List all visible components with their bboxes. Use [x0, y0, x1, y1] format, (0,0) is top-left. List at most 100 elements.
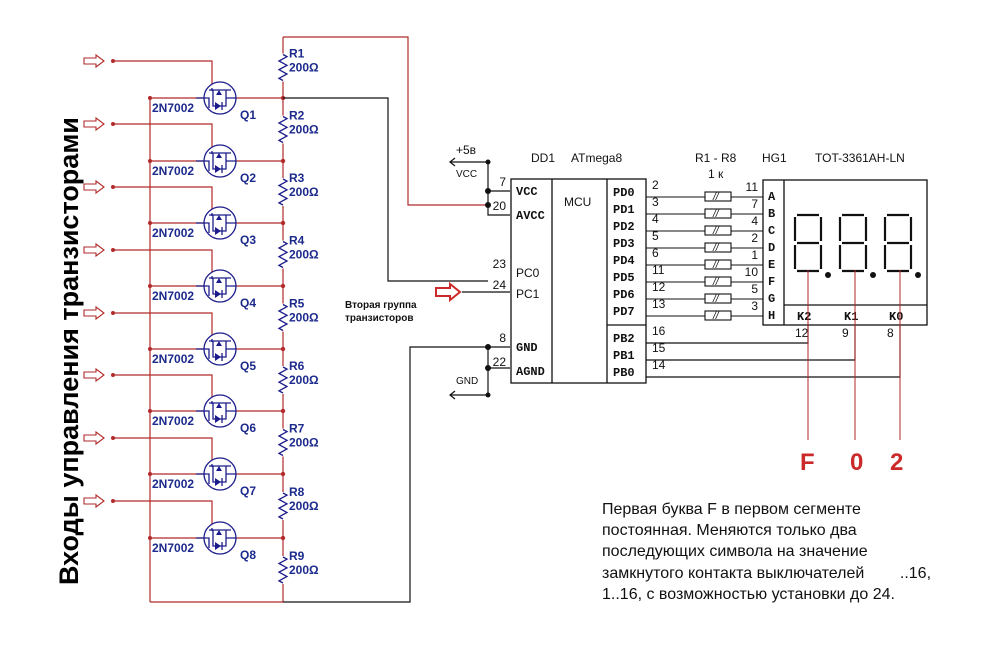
transistor-ref: Q4: [240, 296, 256, 310]
cathode-wire: [646, 325, 809, 344]
display-model: TOT-3361AH-LN: [815, 151, 905, 165]
pin-name: PD2: [613, 220, 635, 234]
input-arrow-icon: [83, 430, 105, 446]
segment-pin-name: B: [768, 207, 775, 221]
cathode-label: K2: [797, 310, 811, 324]
pin-number: 11: [652, 263, 665, 277]
transistor-model: 2N7002: [152, 164, 194, 178]
decimal-point-icon: [915, 272, 921, 278]
resistor-mark: //: [712, 277, 720, 288]
pin-number: 24: [493, 278, 507, 292]
resistor-icon: [277, 303, 289, 332]
resistor-icon: [277, 556, 289, 584]
note-line-3: последующих символа на значение: [602, 543, 868, 560]
pin-name: PD4: [613, 254, 635, 268]
resistor-icon: [277, 240, 289, 269]
input-arrow-icon: [83, 53, 105, 69]
junction-dot: [148, 159, 152, 163]
mcu-core-label: MCU: [564, 195, 591, 209]
gate-wire: [113, 437, 213, 462]
segment-pin-name: G: [768, 292, 775, 306]
resistor-mark: //: [712, 192, 720, 203]
input-arrow-icon: [83, 493, 105, 509]
resistor-value: 200Ω: [289, 123, 319, 137]
input-arrow-icon: [83, 367, 105, 383]
resistor-value: 200Ω: [289, 563, 319, 577]
pin-name: PD7: [613, 305, 635, 319]
mosfet-icon: [196, 332, 237, 366]
mosfet-icon: [196, 521, 237, 555]
mcu-pin-pd3: PD3 5 //: [613, 229, 763, 254]
resistor-mark: //: [712, 243, 720, 254]
pin-number: 6: [652, 246, 659, 260]
digit-2: [838, 213, 876, 278]
note-line-4: замкнутого контакта выключателей ..16,: [602, 565, 931, 582]
junction-dot: [280, 220, 286, 226]
junction-dot: [485, 188, 491, 194]
cathode-label: K0: [889, 310, 903, 324]
segment-pin-name: E: [768, 258, 775, 272]
junction-dot: [280, 346, 286, 352]
pin-number: 5: [652, 229, 659, 243]
vcc-arrow-icon: [449, 157, 456, 167]
pin-number: 13: [652, 297, 666, 311]
transistor-ref: Q5: [240, 359, 256, 373]
pin-number: 16: [652, 324, 666, 338]
seven-segment-icon: [838, 213, 868, 273]
pc0-wire: [283, 97, 488, 282]
junction-dot: [148, 472, 152, 476]
pin-name: GND: [516, 341, 538, 355]
pin-name: VCC: [516, 185, 538, 199]
mosfet-icon: [196, 206, 237, 240]
pin-name: AGND: [516, 365, 545, 379]
note-line-5: 1..16, с возможностью установки до 24.: [602, 586, 895, 603]
resistor-value: 200Ω: [289, 499, 319, 513]
pin-number: 20: [493, 199, 507, 213]
second-group-arrow-icon: [435, 281, 462, 303]
seven-segment-icon: [793, 213, 823, 273]
segment-pin-number: 11: [746, 180, 759, 194]
vcc-wire-r1: [283, 36, 488, 206]
segment-pin-number: 4: [751, 214, 758, 228]
resistor-icon: [277, 428, 289, 457]
junction-dot: [280, 158, 286, 164]
pin-name: PB1: [613, 349, 635, 363]
pin-number: 23: [493, 257, 507, 271]
resistor-value: 200Ω: [289, 373, 319, 387]
pin-number: 3: [652, 195, 659, 209]
mcu-model: ATmega8: [571, 151, 622, 165]
segment-pin-number: 1: [751, 248, 758, 262]
mosfet-icon: [196, 144, 237, 178]
pin-name: PD3: [613, 237, 635, 251]
gate-wire: [113, 123, 213, 149]
transistor-ref: Q8: [240, 548, 256, 562]
junction-dot: [148, 221, 152, 225]
resistor-icon: [704, 293, 732, 304]
resistor-value: 200Ω: [289, 61, 319, 75]
supply-label: +5в: [456, 143, 476, 157]
junction-dot: [485, 159, 491, 165]
transistor-model: 2N7002: [152, 541, 194, 555]
resistor-ref: R8: [289, 485, 305, 499]
mcu-pin-pd4: PD4 6 //: [613, 246, 763, 271]
cathode-pin: 12: [795, 326, 809, 340]
decimal-point-icon: [825, 272, 831, 278]
mosfet-icon: [196, 457, 237, 491]
pin-number: 4: [652, 212, 659, 226]
mcu-body: [510, 178, 647, 384]
resistor-mark: //: [712, 311, 720, 322]
mosfet-icon: [196, 269, 237, 303]
pin-name: PD6: [613, 288, 635, 302]
resistor-array-value: 1 к: [708, 167, 724, 181]
